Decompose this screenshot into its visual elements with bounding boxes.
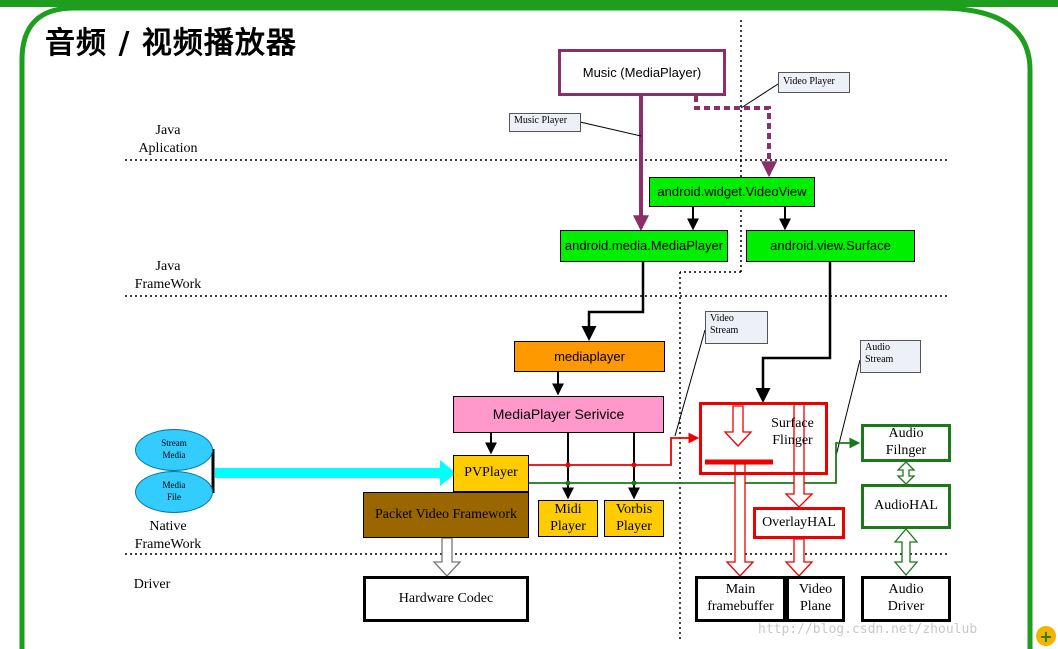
media-mediaplayer-box: android.media.MediaPlayer	[560, 230, 728, 262]
hollow-arrow-audiohal-driver	[893, 527, 919, 577]
watermark-url: http://blog.csdn.net/zhoulub	[758, 622, 978, 637]
main-framebuffer-box: Main framebuffer	[695, 576, 786, 622]
surface-flinger-box: Surface Flinger	[699, 402, 828, 475]
video-plane-box: Video Plane	[786, 576, 845, 622]
arrow-surface-to-flinger	[755, 262, 832, 403]
audio-stream-junction-midi	[565, 480, 571, 486]
layer-label-java-framework: Java FrameWork	[134, 259, 202, 292]
slide-frame	[19, 5, 1033, 649]
leader-video-stream	[674, 329, 706, 437]
hollow-arrow-flinger-to-framebuffer	[725, 463, 755, 577]
layer-label-driver: Driver	[133, 577, 171, 592]
callout-video-player: Video Player	[778, 72, 850, 93]
arrow-mediaplayer-to-native	[581, 262, 645, 341]
callout-audio-stream: Audio Stream	[860, 340, 921, 373]
hollow-arrow-audioflinger-audiohal	[896, 461, 916, 485]
vorbis-player-box: Vorbis Player	[604, 500, 664, 537]
video-stream-junction-midi	[565, 462, 571, 468]
videoview-box: android.widget.VideoView	[649, 177, 815, 207]
overlay-hal-box: OverlayHAL	[753, 507, 845, 539]
midi-player-box: Midi Player	[538, 500, 598, 537]
slide-top-band	[0, 0, 1058, 7]
audio-driver-box: Audio Driver	[861, 576, 951, 622]
hollow-arrow-flinger-to-overlay	[784, 403, 814, 508]
stream-media-source: Stream Media	[135, 429, 213, 471]
leader-video-player	[740, 83, 779, 109]
audio-flinger-box: Audio Filnger	[861, 424, 951, 462]
media-file-source: Media File	[135, 471, 213, 513]
music-mediaplayer-box: Music (MediaPlayer)	[558, 49, 726, 96]
arrow-media-input	[215, 460, 456, 486]
page-title: 音频 / 视频播放器	[45, 26, 297, 61]
leader-audio-stream	[835, 359, 861, 457]
layer-label-native-framework: Native FrameWork	[134, 519, 202, 552]
video-stream-junction-vorbis	[631, 462, 637, 468]
layer-label-java-application: Java Aplication	[138, 123, 198, 156]
arrow-audio-stream	[529, 437, 861, 484]
mediaplayer-native-box: mediaplayer	[514, 341, 665, 372]
packet-video-framework-box: Packet Video Framework	[363, 492, 529, 538]
view-surface-box: android.view.Surface	[746, 230, 915, 262]
audio-hal-box: AudioHAL	[861, 484, 951, 529]
leader-music-player	[579, 121, 642, 137]
site-logo-icon: +	[1036, 626, 1056, 646]
callout-music-player: Music Player	[509, 113, 581, 132]
hollow-arrow-overlay-to-plane	[784, 538, 814, 577]
hardware-codec-box: Hardware Codec	[363, 576, 529, 622]
mediaplayer-service-box: MediaPlayer Serivice	[453, 396, 664, 433]
pvplayer-box: PVPlayer	[453, 455, 529, 492]
arrow-music-to-videoview	[694, 96, 777, 178]
arrow-video-stream	[529, 432, 700, 466]
audio-stream-junction-vorbis	[631, 480, 637, 486]
callout-video-stream: Video Stream	[705, 311, 768, 344]
hollow-arrow-flinger-internal	[723, 405, 753, 447]
hollow-arrow-pvf-to-codec	[432, 537, 462, 577]
